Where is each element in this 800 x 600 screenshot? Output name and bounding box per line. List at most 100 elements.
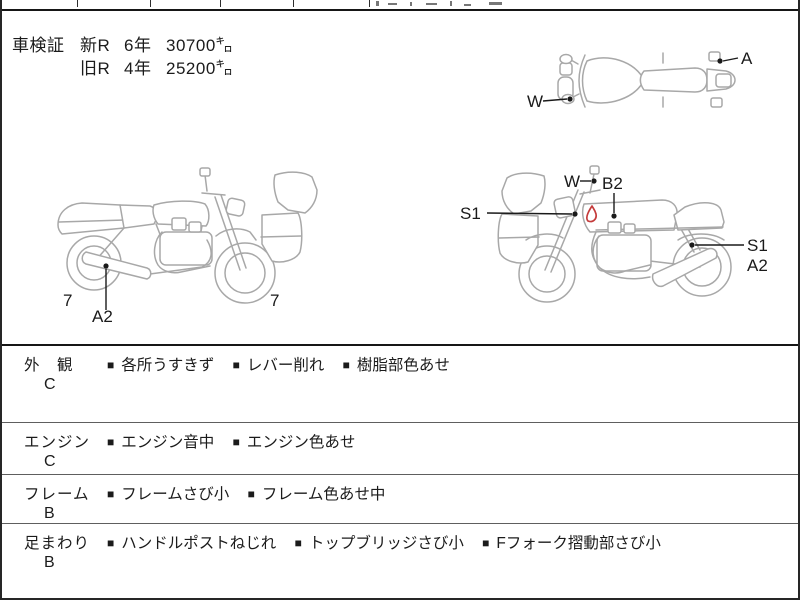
label-a2: A2 <box>92 307 113 326</box>
condition-row-frame: フレーム B ■フレームさび小 ■ フレーム色あせ中 <box>2 474 798 523</box>
bullet-icon: ■ <box>107 536 115 550</box>
rear-cowl <box>57 202 127 235</box>
point-marker-a <box>717 58 723 64</box>
fairing-seam <box>260 235 302 238</box>
note-text: フレーム色あせ中 <box>261 486 386 503</box>
notes-line: ■ ハンドルポストねじれ ■ トップブリッジさび小 ■Fフォーク摺動部さび小 <box>107 531 675 553</box>
grade-value: C <box>44 453 56 470</box>
label-grade-7-rear: 7 <box>63 291 72 310</box>
note-item: ■フレームさび小 <box>107 486 229 503</box>
cert-reg-year: 4年 <box>124 59 152 78</box>
clipped-text-remnant <box>489 2 502 5</box>
note-item: ■Fフォーク摺動部さび小 <box>482 535 661 552</box>
handlebar <box>579 173 601 195</box>
grade-value: B <box>44 505 55 522</box>
clipped-text-remnant <box>426 3 437 5</box>
handlebar <box>201 174 226 196</box>
column-divider <box>369 0 370 7</box>
fuel-tank <box>152 200 210 227</box>
label-b2: B2 <box>602 174 623 193</box>
note-item: ■各所うすきず <box>107 357 214 374</box>
bullet-icon: ■ <box>232 435 240 449</box>
category-label: フレーム <box>24 486 90 503</box>
front-fender <box>215 228 257 241</box>
motorcycle-top-view-diagram: A W <box>507 33 797 128</box>
point-marker-s1-front <box>572 211 578 217</box>
bullet-icon: ■ <box>247 487 255 501</box>
carburetor <box>607 221 622 234</box>
exhaust-pipe <box>149 239 212 275</box>
note-text: ハンドルポストねじれ <box>121 535 277 552</box>
seat <box>639 67 708 93</box>
label-s1-rear: S1 <box>747 236 768 255</box>
headlight <box>225 197 246 217</box>
clipped-text-remnant <box>410 2 412 6</box>
column-divider <box>77 0 78 7</box>
front-wheel <box>214 242 276 304</box>
mirror <box>199 167 211 177</box>
bullet-icon: ■ <box>342 358 350 372</box>
muffler <box>651 247 718 288</box>
motorcycle-left-side-diagram: 7 A2 7 <box>50 160 330 330</box>
clipped-table-header <box>2 0 798 11</box>
bullet-icon: ■ <box>107 487 115 501</box>
front-wheel-hub <box>224 252 266 294</box>
note-item: ■レバー削れ <box>233 357 325 374</box>
carburetor <box>171 217 187 231</box>
point-marker-s1-rear <box>689 242 695 248</box>
frame-cradle <box>153 231 211 274</box>
exhaust-pipe <box>599 267 651 280</box>
label-w: W <box>564 172 580 191</box>
engine-block <box>596 234 652 272</box>
front-fender <box>525 233 564 241</box>
grade-value: C <box>44 376 56 393</box>
clipped-text-remnant <box>464 4 471 6</box>
fuel-tank <box>581 57 645 104</box>
label-w: W <box>527 92 543 111</box>
rear-fender <box>677 233 725 241</box>
mirror-left <box>559 53 573 65</box>
condition-row-engine: エンジン C ■エンジン音中 ■エンジン色あせ <box>2 422 798 474</box>
point-marker-b2 <box>611 213 617 219</box>
bullet-icon: ■ <box>232 358 240 372</box>
column-divider <box>293 0 294 7</box>
condition-row-exterior: 外 観 C ■各所うすきず ■レバー削れ ■樹脂部色あせ <box>2 346 798 422</box>
vehicle-cert-label: 車検証 <box>12 36 65 55</box>
point-marker-w <box>591 178 597 184</box>
note-item: ■エンジン音中 <box>107 434 214 451</box>
muffler <box>81 251 152 280</box>
seat <box>119 204 158 229</box>
red-chalk-mark <box>585 205 597 223</box>
notes-line: ■エンジン音中 ■ エンジン色あせ <box>107 430 369 452</box>
column-divider <box>220 0 221 7</box>
carburetor <box>188 221 202 233</box>
handlebar <box>578 54 586 108</box>
rear-signal-left <box>710 97 723 108</box>
rear-signal-right <box>708 51 721 62</box>
leader-line-s1-front <box>486 212 573 215</box>
rear-cowl <box>673 202 725 231</box>
motorcycle-right-side-diagram: S1 W B2 S1 A2 <box>450 160 798 330</box>
bullet-icon: ■ <box>107 358 115 372</box>
clipped-text-remnant <box>450 1 452 6</box>
cert-reg-year: 6年 <box>124 36 152 55</box>
bullet-icon: ■ <box>294 536 302 550</box>
note-text: トップブリッジさび小 <box>308 535 464 552</box>
label-a: A <box>741 49 753 68</box>
label-grade-7-front: 7 <box>270 291 279 310</box>
note-text: Fフォーク摺動部さび小 <box>496 535 661 552</box>
note-item: ■ フレーム色あせ中 <box>248 486 386 503</box>
notes-line: ■フレームさび小 ■ フレーム色あせ中 <box>107 482 399 504</box>
note-text: エンジン音中 <box>121 434 215 451</box>
engine-block <box>159 231 213 266</box>
front-fairing <box>261 212 303 263</box>
category-label: 外 観 <box>24 357 74 374</box>
front-wheel <box>518 245 576 303</box>
leader-line-a <box>722 57 739 62</box>
cert-row-old: 旧R 4年 25200㌔ <box>80 54 233 79</box>
note-text: エンジン色あせ <box>246 434 356 451</box>
column-divider <box>150 0 151 7</box>
label-a2-rear: A2 <box>747 256 768 275</box>
headlight <box>553 196 576 219</box>
cert-mileage: 30700㌔ <box>166 36 234 55</box>
